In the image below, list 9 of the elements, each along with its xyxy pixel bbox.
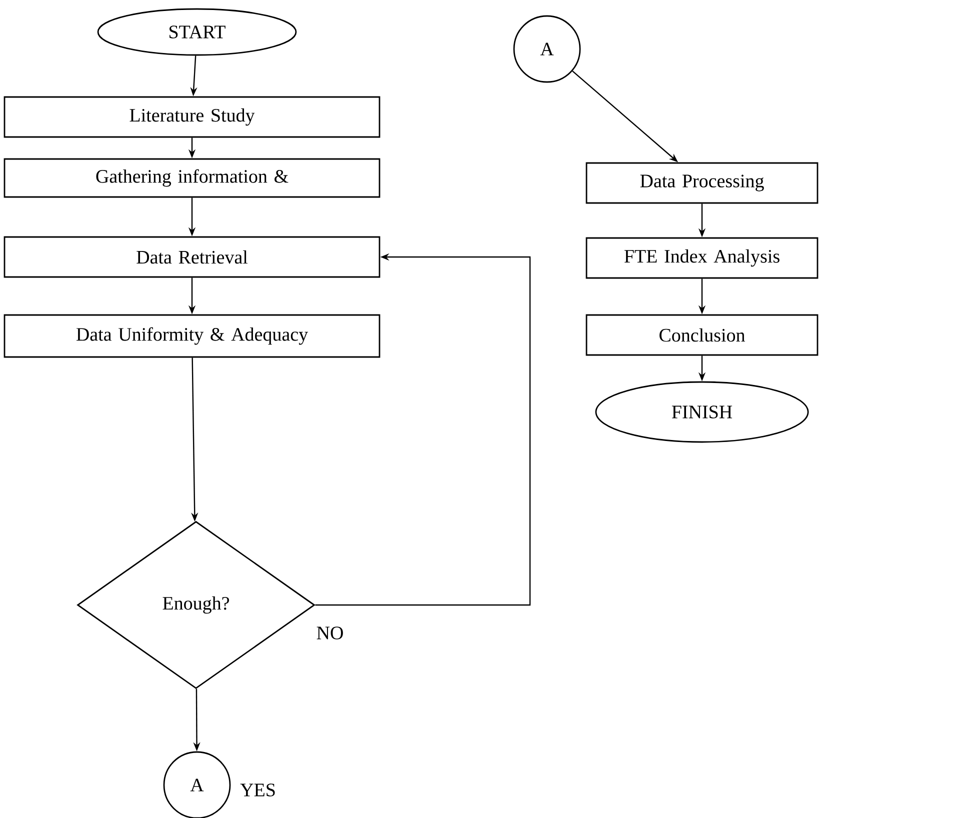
process-box: Gathering information &	[4, 158, 380, 198]
process-box: Data Retrieval	[4, 236, 380, 278]
process-box: FTE Index Analysis	[586, 237, 818, 279]
process-box: Conclusion	[586, 314, 818, 356]
process-box: Data Uniformity & Adequacy	[4, 314, 380, 358]
edge-label: YES	[239, 782, 277, 798]
process-box: Literature Study	[4, 96, 380, 138]
edge-label: NO	[315, 626, 345, 640]
process-box: Data Processing	[586, 162, 818, 204]
